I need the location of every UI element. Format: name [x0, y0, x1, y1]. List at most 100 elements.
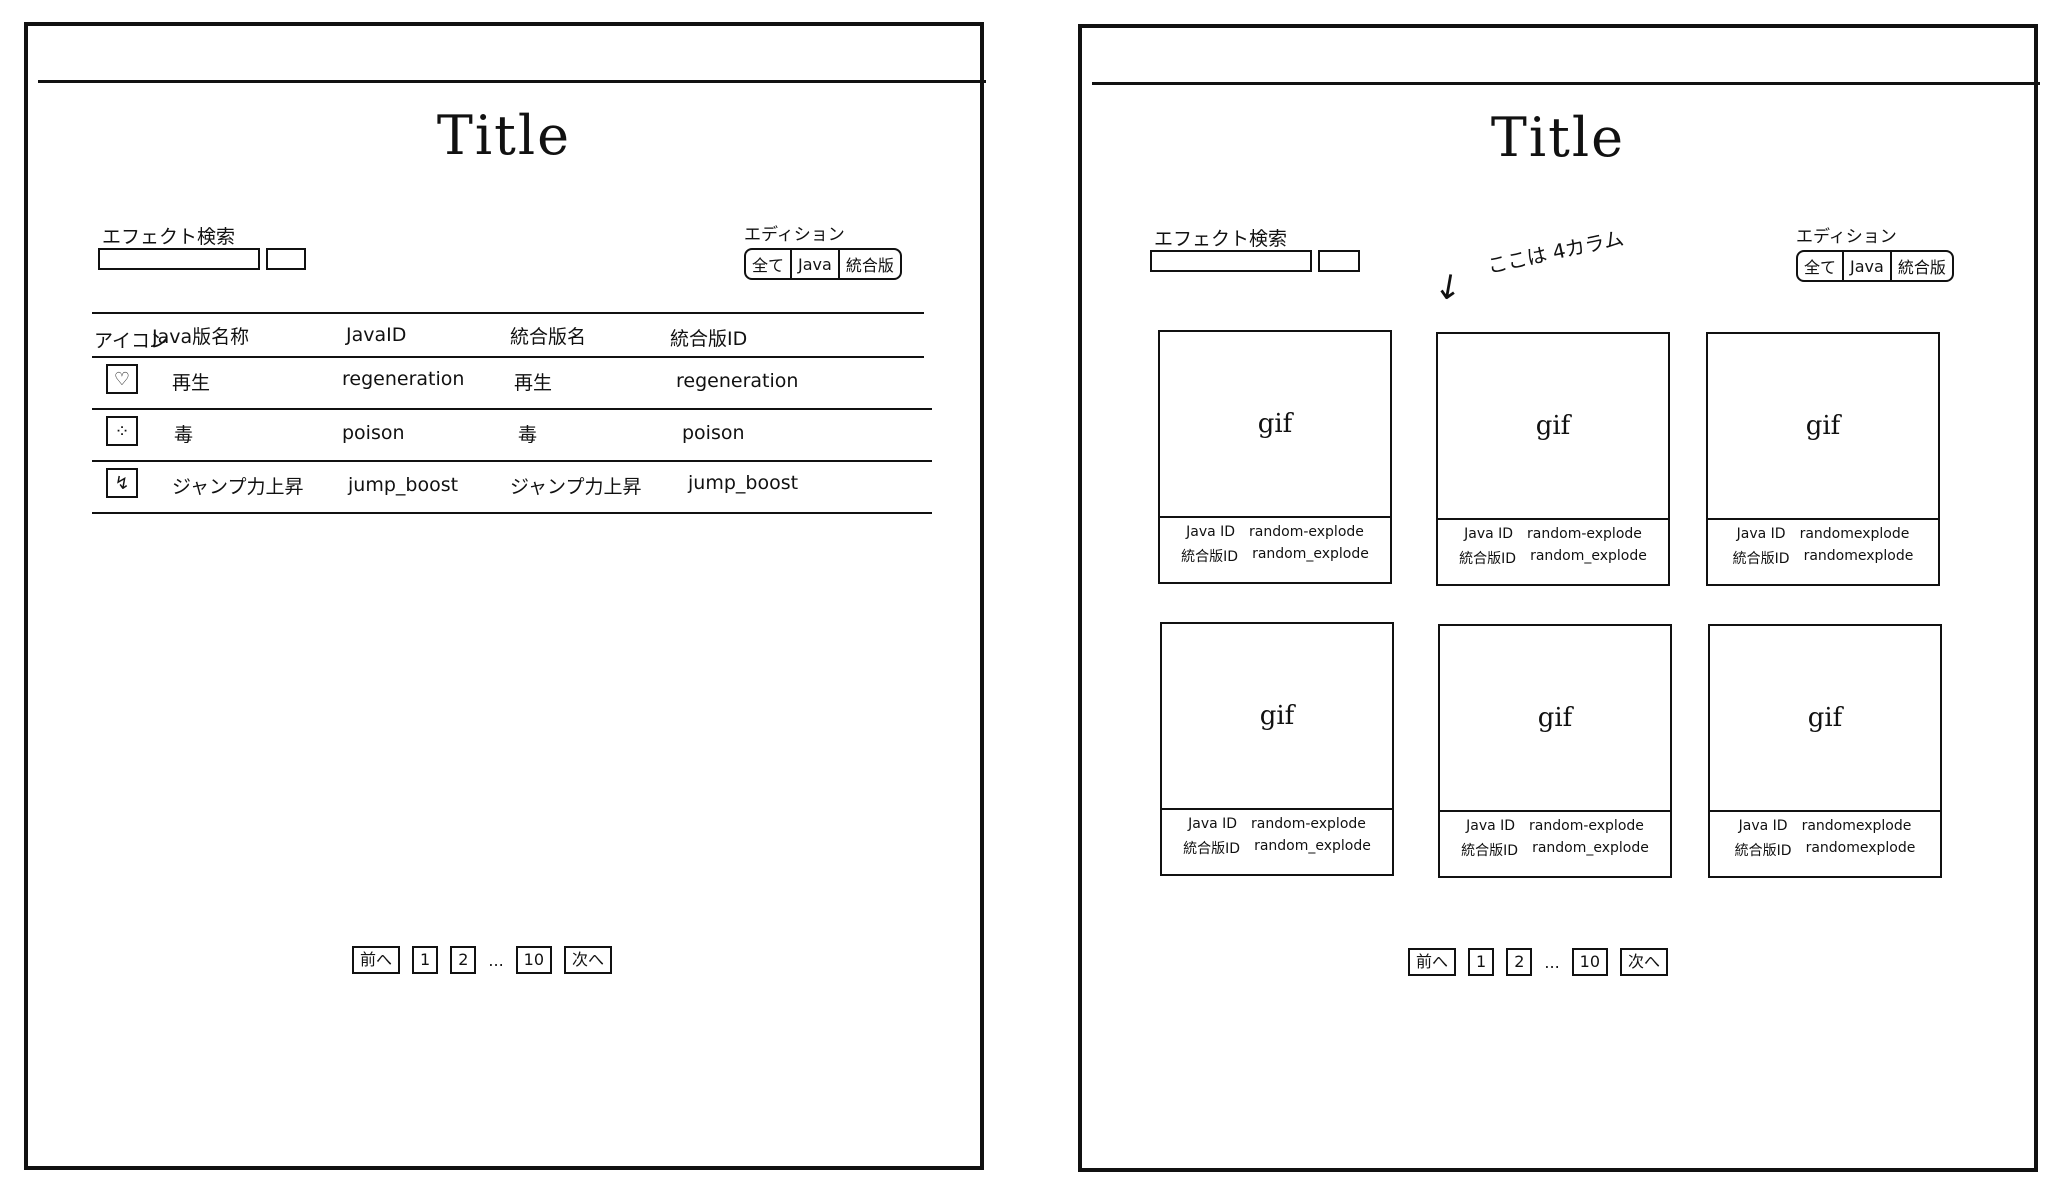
column-header-bedrock-name: 統合版名 [510, 326, 587, 348]
search-label: エフェクト検索 [1154, 228, 1288, 250]
row-java-id: poison [342, 422, 405, 444]
card-meta: Java ID randomexplode 統合版ID randomexplode [1708, 520, 1938, 584]
edition-label: エディション [744, 225, 845, 245]
edition-option-java[interactable]: Java [1842, 252, 1890, 280]
bedrock-id-value: random_explode [1530, 548, 1647, 564]
pagination-page-button[interactable]: 1 [1468, 948, 1495, 976]
gif-preview: gif [1440, 626, 1670, 812]
row-bedrock-id: poison [682, 422, 745, 444]
bedrock-id-value: randomexplode [1803, 548, 1914, 564]
java-id-value: random-explode [1251, 816, 1366, 832]
pagination-page-button[interactable]: 2 [1506, 948, 1533, 976]
java-id-label: Java ID [1738, 818, 1788, 834]
bedrock-id-label: 統合版ID [1181, 549, 1239, 565]
pagination-page-button[interactable]: 2 [450, 946, 477, 974]
column-header-java-id: JavaID [346, 324, 407, 346]
column-header-java-name: Java版名称 [152, 326, 250, 348]
search-button[interactable] [1318, 250, 1360, 272]
row-bedrock-id: regeneration [676, 370, 799, 392]
edition-option-all[interactable]: 全て [752, 256, 785, 275]
row-java-name: 毒 [174, 424, 194, 446]
card-meta: Java ID randomexplode 統合版ID randomexplode [1710, 812, 1940, 876]
table-header-rule [92, 356, 924, 358]
row-bedrock-id: jump_boost [688, 472, 799, 494]
pagination-prev-button[interactable]: 前へ [352, 946, 401, 974]
edition-option-bedrock[interactable]: 統合版 [1889, 252, 1952, 280]
table-top-rule [92, 312, 924, 314]
column-header-icon: アイコン [94, 330, 170, 352]
edition-filter: 全て Java 統合版 [1796, 250, 1954, 282]
header-divider [38, 80, 986, 83]
java-id-value: randomexplode [1801, 818, 1912, 834]
pagination-last-page-button[interactable]: 10 [1571, 948, 1609, 976]
pagination-ellipsis: ... [488, 950, 504, 970]
pagination-page-button[interactable]: 1 [412, 946, 439, 974]
java-id-label: Java ID [1466, 818, 1516, 834]
row-bedrock-name: 毒 [518, 424, 538, 446]
bedrock-id-value: random_explode [1252, 546, 1369, 562]
page-title: Title [1490, 106, 1626, 169]
bedrock-id-label: 統合版ID [1461, 843, 1519, 859]
annotation-note: ここは 4カラム [1485, 225, 1626, 279]
pagination-prev-button[interactable]: 前へ [1408, 948, 1457, 976]
bedrock-id-value: random_explode [1532, 840, 1649, 856]
java-id-label: Java ID [1186, 524, 1236, 540]
row-java-name: 再生 [172, 372, 211, 394]
column-header-bedrock-id: 統合版ID [670, 328, 748, 350]
edition-option-all[interactable]: 全て [1804, 258, 1837, 277]
effect-card[interactable]: gif Java ID random-explode 統合版ID random_ex… [1158, 330, 1392, 584]
page-title: Title [436, 104, 572, 167]
java-id-label: Java ID [1188, 816, 1238, 832]
gif-preview: gif [1162, 624, 1392, 810]
java-id-value: random-explode [1529, 818, 1644, 834]
bedrock-id-value: random_explode [1254, 838, 1371, 854]
bedrock-id-label: 統合版ID [1459, 551, 1517, 567]
search-input[interactable] [98, 248, 260, 270]
gif-preview: gif [1708, 334, 1938, 520]
row-bedrock-name: ジャンプ力上昇 [510, 476, 642, 498]
effect-card[interactable]: gif Java ID random-explode 統合版ID random_ex… [1438, 624, 1672, 878]
gif-preview: gif [1160, 332, 1390, 518]
edition-option-bedrock[interactable]: 統合版 [837, 250, 900, 278]
pagination-ellipsis: ... [1544, 952, 1560, 972]
pagination-next-button[interactable]: 次へ [1620, 948, 1669, 976]
search-button[interactable] [266, 248, 306, 270]
bedrock-id-label: 統合版ID [1183, 841, 1241, 857]
pagination-next-button[interactable]: 次へ [564, 946, 613, 974]
java-id-value: random-explode [1249, 524, 1364, 540]
annotation-arrow-icon: ↙ [1425, 261, 1472, 311]
poison-icon: ⁘ [106, 416, 138, 446]
row-java-id: jump_boost [348, 474, 459, 496]
java-id-value: randomexplode [1799, 526, 1910, 542]
jump-icon: ↯ [106, 468, 138, 498]
edition-option-java[interactable]: Java [790, 250, 838, 278]
header-divider [1092, 82, 2040, 85]
bedrock-id-label: 統合版ID [1732, 551, 1790, 567]
effect-card[interactable]: gif Java ID randomexplode 統合版ID randomexpl… [1706, 332, 1940, 586]
table-row-rule [92, 408, 932, 410]
card-meta: Java ID random-explode 統合版ID random_explod… [1160, 518, 1390, 582]
wireframe-list-view: Title エフェクト検索 エディション 全て Java 統合版 アイコン Ja… [24, 22, 986, 1170]
pagination-last-page-button[interactable]: 10 [515, 946, 553, 974]
row-java-id: regeneration [342, 368, 465, 390]
bedrock-id-value: randomexplode [1805, 840, 1916, 856]
edition-label: エディション [1796, 227, 1897, 247]
search-label: エフェクト検索 [102, 226, 236, 248]
heart-icon: ♡ [106, 364, 138, 394]
search-input[interactable] [1150, 250, 1312, 272]
pagination: 前へ 1 2 ... 10 次へ [1408, 948, 1669, 976]
pagination: 前へ 1 2 ... 10 次へ [352, 946, 613, 974]
java-id-label: Java ID [1464, 526, 1514, 542]
bedrock-id-label: 統合版ID [1734, 843, 1792, 859]
java-id-label: Java ID [1736, 526, 1786, 542]
wireframe-grid-view: Title エフェクト検索 エディション 全て Java 統合版 ↙ ここは 4… [1078, 24, 2040, 1172]
edition-filter: 全て Java 統合版 [744, 248, 902, 280]
row-bedrock-name: 再生 [514, 372, 553, 394]
table-row-rule [92, 460, 932, 462]
row-java-name: ジャンプ力上昇 [172, 476, 304, 498]
effect-card[interactable]: gif Java ID random-explode 統合版ID random_ex… [1160, 622, 1394, 876]
card-meta: Java ID random-explode 統合版ID random_explod… [1162, 810, 1392, 874]
